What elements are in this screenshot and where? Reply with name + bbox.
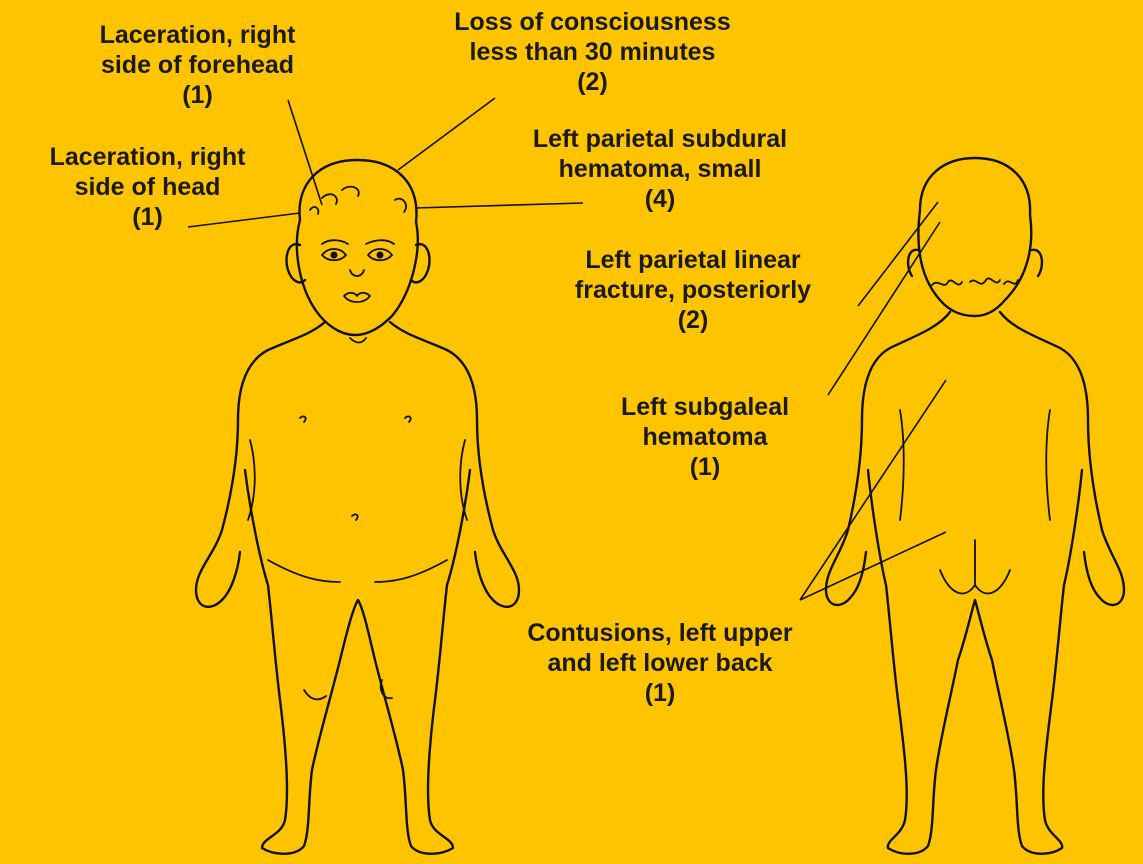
annotation-line: and left lower back xyxy=(480,648,840,678)
annotation-score: (2) xyxy=(528,305,858,335)
front-torso-details xyxy=(248,338,467,699)
annotation-loss-of-consciousness: Loss of consciousness less than 30 minut… xyxy=(415,7,770,97)
front-torso xyxy=(196,322,519,854)
annotation-line: Loss of consciousness xyxy=(415,7,770,37)
annotation-linear-fracture: Left parietal linear fracture, posterior… xyxy=(528,245,858,335)
annotation-back-contusions: Contusions, left upper and left lower ba… xyxy=(480,618,840,708)
front-head-outline xyxy=(297,160,418,335)
annotation-line: Left subgaleal xyxy=(585,392,825,422)
back-figure xyxy=(826,158,1124,854)
annotation-score: (4) xyxy=(480,184,840,214)
annotation-head-laceration: Laceration, right side of head (1) xyxy=(5,142,290,232)
annotation-line: Laceration, right xyxy=(5,142,290,172)
back-details xyxy=(900,410,1050,593)
annotation-line: side of head xyxy=(5,172,290,202)
back-hair xyxy=(932,278,1018,285)
annotation-score: (1) xyxy=(5,202,290,232)
front-nose-mouth xyxy=(344,270,370,302)
annotation-score: (1) xyxy=(585,452,825,482)
front-right-ear xyxy=(411,244,430,282)
back-head-outline xyxy=(918,158,1031,316)
annotation-forehead-laceration: Laceration, right side of forehead (1) xyxy=(55,20,340,110)
leader-fracture xyxy=(858,202,938,306)
annotation-line: less than 30 minutes xyxy=(415,37,770,67)
annotation-score: (1) xyxy=(480,678,840,708)
annotation-line: Laceration, right xyxy=(55,20,340,50)
annotation-line: Contusions, left upper xyxy=(480,618,840,648)
back-ears xyxy=(908,250,1042,276)
annotation-line: fracture, posteriorly xyxy=(528,275,858,305)
annotation-score: (2) xyxy=(415,67,770,97)
annotation-line: Left parietal subdural xyxy=(480,124,840,154)
front-figure xyxy=(196,160,519,854)
annotation-line: Left parietal linear xyxy=(528,245,858,275)
annotation-subdural-hematoma: Left parietal subdural hematoma, small (… xyxy=(480,124,840,214)
annotation-subgaleal-hematoma: Left subgaleal hematoma (1) xyxy=(585,392,825,482)
annotation-score: (1) xyxy=(55,80,340,110)
annotation-line: side of forehead xyxy=(55,50,340,80)
annotation-line: hematoma, small xyxy=(480,154,840,184)
annotation-line: hematoma xyxy=(585,422,825,452)
front-hair xyxy=(310,187,406,214)
